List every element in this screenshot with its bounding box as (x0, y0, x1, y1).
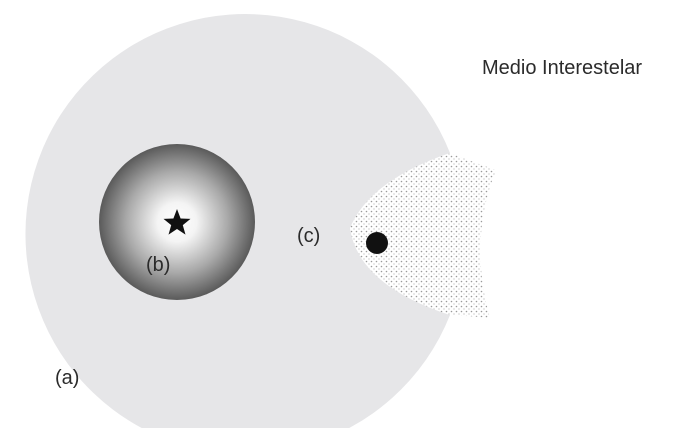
region-a-label: (a) (55, 367, 80, 389)
interstellar-medium-label: Medio Interestelar (482, 57, 643, 79)
region-c-label: (c) (297, 225, 321, 247)
star-icon (163, 209, 191, 235)
region-b-label: (b) (146, 254, 171, 276)
filled-circle-icon (366, 232, 388, 254)
tail-region-c (350, 153, 496, 318)
